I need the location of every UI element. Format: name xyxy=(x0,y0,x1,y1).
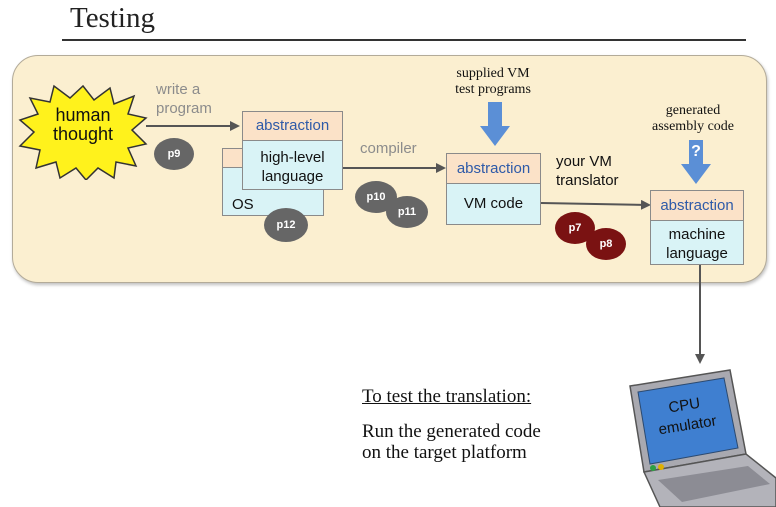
os-header xyxy=(222,148,244,168)
notes-heading: To test the translation: xyxy=(362,386,532,407)
notes-line-2: on the target platform xyxy=(362,442,527,463)
slide-title: Testing xyxy=(70,2,155,34)
abstraction-header-highlevel: abstraction xyxy=(242,111,343,141)
human-thought-burst-icon xyxy=(18,84,148,180)
blue-question-arrow-icon xyxy=(681,140,711,184)
high-level-language-box: high-level language xyxy=(242,140,343,190)
notes-line-1: Run the generated code xyxy=(362,421,541,442)
blue-down-arrow-icon xyxy=(480,102,510,146)
write-a-program-label: write a program xyxy=(156,81,212,117)
badge-p7: p7 xyxy=(555,212,595,244)
badge-p12: p12 xyxy=(264,208,308,242)
compiler-label: compiler xyxy=(360,140,417,157)
abstraction-header-machine: abstraction xyxy=(650,190,744,221)
machine-language-box: machine language xyxy=(650,220,744,265)
your-vm-translator-label: your VM translator xyxy=(556,153,619,189)
badge-p8: p8 xyxy=(586,228,626,260)
generated-assembly-label: generated assembly code xyxy=(651,103,735,134)
vm-code-box: VM code xyxy=(446,183,541,225)
question-mark: ? xyxy=(691,143,701,160)
badge-p9: p9 xyxy=(154,138,194,170)
arrow-vm-to-machine xyxy=(540,199,651,210)
supplied-vm-label: supplied VM test programs xyxy=(455,66,531,97)
laptop-computer-icon xyxy=(629,369,776,507)
human-thought-label: human thought xyxy=(52,105,114,144)
os-label: OS xyxy=(232,196,254,213)
badge-p11: p11 xyxy=(386,196,428,228)
abstraction-header-vm: abstraction xyxy=(446,153,541,184)
title-rule xyxy=(62,39,746,41)
